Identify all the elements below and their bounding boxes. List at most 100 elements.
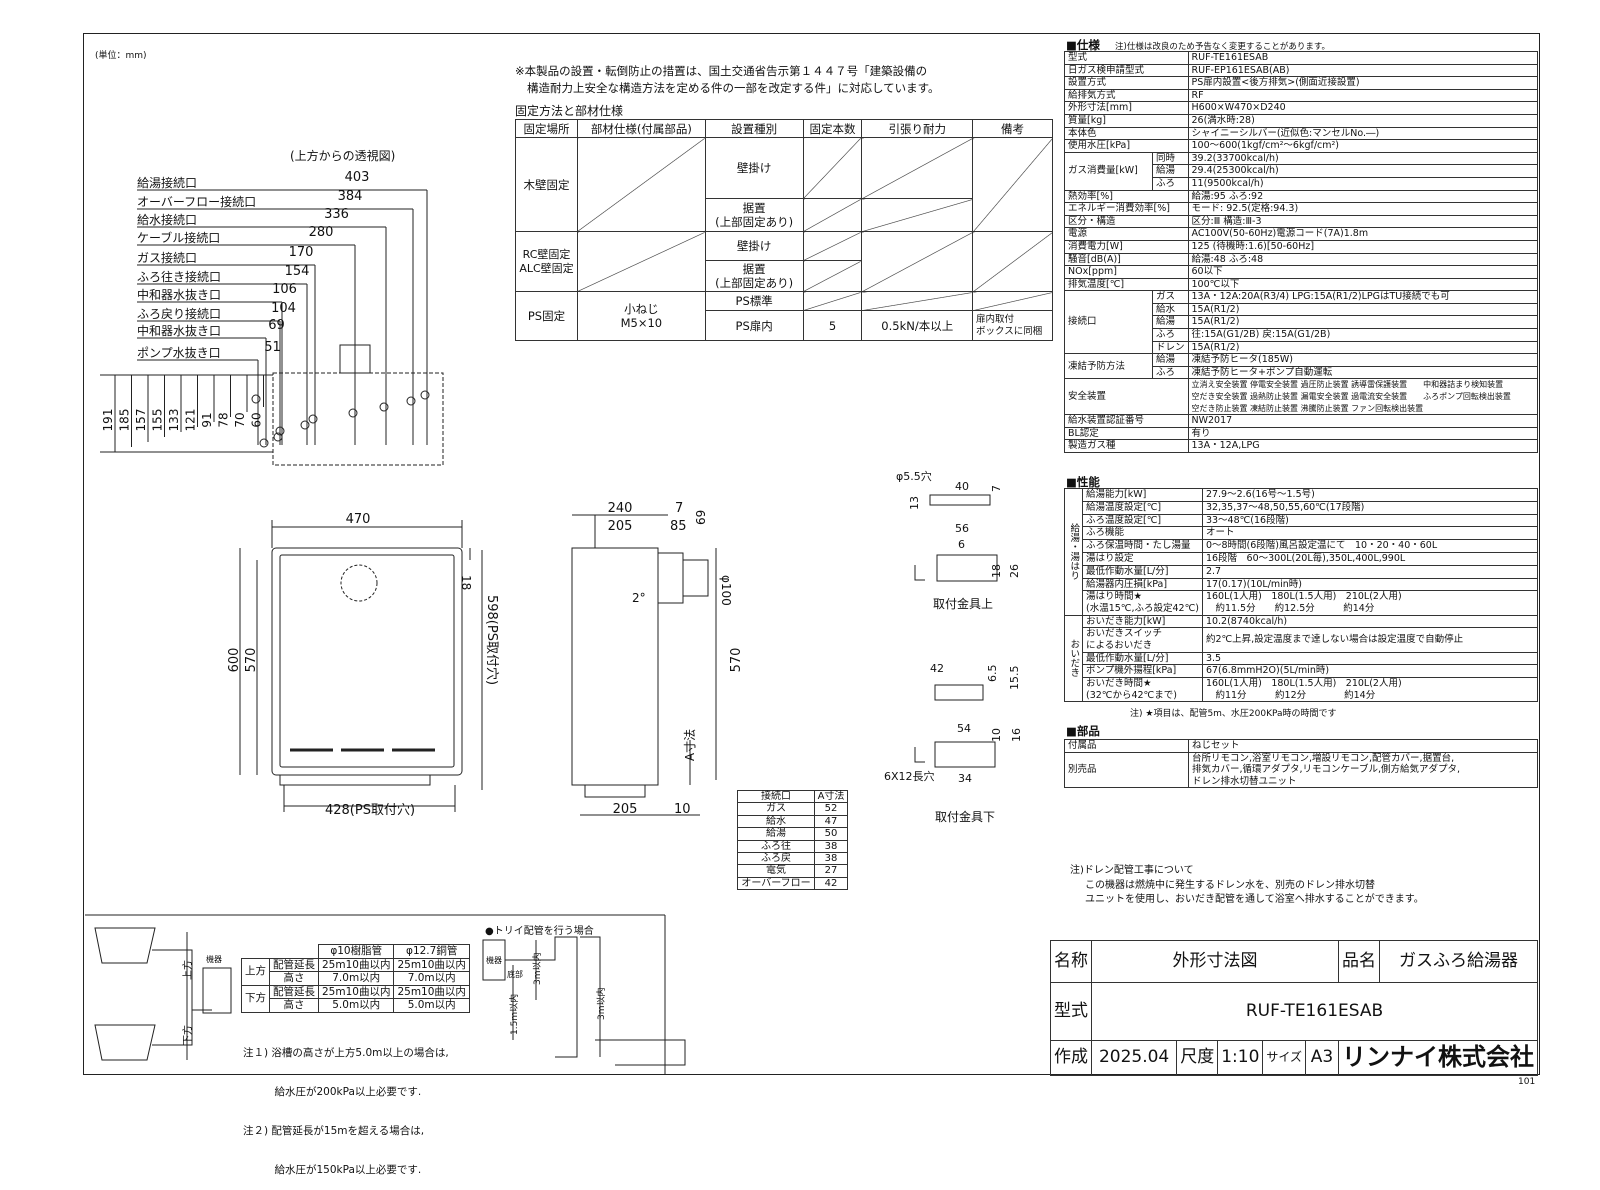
fixing-method-table: 固定場所部材仕様(付属部品)設置種別固定本数引張り耐力備考 木壁固定壁掛け 据置… xyxy=(515,119,1053,341)
made-label: 作成 xyxy=(1050,1040,1092,1076)
spec-value: 39.2(33700kcal/h) xyxy=(1187,151,1539,166)
bracket-upper-front xyxy=(936,554,998,582)
na-cell xyxy=(802,137,863,199)
drain-note-line: ユニットを使用し、おいだき配管を通して浴室へ排水することができます。 xyxy=(1085,894,1424,905)
spec-label: 熱効率[%] xyxy=(1064,189,1189,204)
bracket-lower-dim: 6.5 xyxy=(986,665,999,683)
spec-value: 給湯:95 ふろ:92 xyxy=(1187,189,1539,204)
pipe-note: 給水圧が150kPa以上必要です. xyxy=(243,1164,422,1176)
bracket-lower-dim: 6X12長穴 xyxy=(884,769,935,783)
depth-dim: 185 xyxy=(118,409,132,432)
bracket-lower-top xyxy=(934,684,984,701)
pipe-value: 7.0m以内 xyxy=(393,971,470,986)
side-depth2: 205 xyxy=(608,519,633,534)
performance-row: 最低作動水量[L/分]3.5 xyxy=(1065,651,1539,666)
spec-note: 注)仕様は改良のため予告なく変更することがあります。 xyxy=(1115,42,1330,52)
spec-value: 11(9500kcal/h) xyxy=(1187,176,1539,191)
parts-table: 付属品ねじセット別売品台所リモコン,浴室リモコン,増設リモコン,配管カバー,据置… xyxy=(1064,739,1538,789)
depth-dim: 60 xyxy=(250,412,264,427)
spec-value: 13A・12A,LPG xyxy=(1187,439,1539,453)
spec-sublabel: ふろ xyxy=(1152,328,1189,342)
performance-value: 10.2(8740kcal/h) xyxy=(1201,614,1539,629)
spec-row: 外形寸法[mm]H600×W470×D240 xyxy=(1064,101,1539,115)
spec-sublabel: 同時 xyxy=(1152,151,1189,166)
performance-value: 16段階 60～300L(20L毎),350L,400L,990L xyxy=(1201,551,1539,566)
pipe-item: 配管延長 xyxy=(269,957,319,972)
performance-value: オート xyxy=(1201,526,1539,541)
spec-value: シャイニーシルバー(近似色:マンセルNo.―) xyxy=(1187,126,1539,141)
date: 2025.04 xyxy=(1090,1040,1178,1076)
bracket-lower-dim: 15.5 xyxy=(1008,666,1021,691)
spec-row: 消費電力[W]125 (待機時:1.6)[50-60Hz] xyxy=(1064,239,1539,254)
performance-row: 給湯器内圧損[kPa]17(0.17)(10L/min時) xyxy=(1065,577,1539,592)
connection-label: 中和器水抜き口 xyxy=(137,287,221,302)
parts-value: 台所リモコン,浴室リモコン,増設リモコン,配管カバー,据置台, 排気カバー,循環… xyxy=(1188,751,1538,789)
spec-row: エネルギー消費効率[%]モード: 92.5(定格:94.3) xyxy=(1064,202,1539,216)
a-value: 52 xyxy=(814,802,848,816)
drain-note-line: この機器は燃焼中に発生するドレン水を、別売のドレン排水切替 xyxy=(1085,879,1375,891)
scale: 1:10 xyxy=(1217,1040,1264,1076)
connection-label: ケーブル接続口 xyxy=(137,230,220,245)
front-width: 470 xyxy=(346,512,371,527)
a-value: 38 xyxy=(814,839,848,854)
scale-label: 尺度 xyxy=(1176,1040,1219,1076)
depth-dim: 191 xyxy=(101,409,115,432)
th: A寸法 xyxy=(814,789,848,804)
performance-value: 160L(1人用) 180L(1.5人用) 210L(2人用) 約11.5分 約… xyxy=(1201,590,1539,616)
name-label: 名称 xyxy=(1050,940,1092,983)
trap-d3: 3m以内 xyxy=(595,988,607,1021)
th: φ12.7銅管 xyxy=(393,944,470,959)
model-number: RUF-TE161ESAB xyxy=(1091,982,1538,1041)
spec-sublabel: 給水 xyxy=(1152,302,1189,317)
bracket-upper-dim: 6 xyxy=(958,538,965,551)
top-note-line1: ※本製品の設置・転倒防止の措置は、国土交通省告示第１４４７号「建築設備の xyxy=(515,64,928,78)
connection-label: 給湯接続口 xyxy=(137,175,197,190)
na-cell xyxy=(861,137,974,199)
spec-row: 使用水圧[kPa]100～600(1kgf/cm²～6kgf/cm²) xyxy=(1064,139,1539,153)
connection-name: ふろ往 xyxy=(737,839,815,854)
spec-row: 本体色シャイニーシルバー(近似色:マンセルNo.―) xyxy=(1064,126,1539,141)
spec-row: 質量[kg]26(満水時:28) xyxy=(1064,113,1539,128)
spec-row: 安全装置立消え安全装置 停電安全装置 過圧防止装置 誘導雷保護装置 中和器詰まり… xyxy=(1064,378,1539,416)
bracket-lower-dim: 16 xyxy=(1010,728,1023,742)
performance-label: ふろ温度設定[℃] xyxy=(1082,513,1203,528)
bracket-lower-dim: 42 xyxy=(930,662,944,675)
depth-dim: 70 xyxy=(233,412,247,427)
spec-sublabel: ふろ xyxy=(1152,365,1189,380)
ps-height: 598(PS取付穴) xyxy=(484,595,499,685)
pipe-unit: 機器 xyxy=(206,954,222,964)
performance-group: 給湯・湯はり xyxy=(1064,488,1083,616)
bracket-upper-top xyxy=(929,494,991,506)
top-view-title: (上方からの透視図) xyxy=(290,148,395,163)
ps-note: 扉内取付 ボックスに同梱 xyxy=(972,310,1053,341)
type: PS扉内 xyxy=(704,310,804,341)
spec-label: 給排気方式 xyxy=(1064,88,1189,103)
performance-row: おいだき時間★ (32℃から42℃まで)160L(1人用) 180L(1.5人用… xyxy=(1065,677,1539,703)
connection-name: ふろ戻 xyxy=(737,852,815,866)
spec-sublabel: 給湯 xyxy=(1152,315,1189,330)
performance-label: おいだきスイッチ によるおいだき xyxy=(1082,627,1203,653)
performance-label: 湯はり設定 xyxy=(1082,551,1203,566)
spec-label: 型式 xyxy=(1064,51,1189,65)
connection-dim: 69 xyxy=(268,318,285,333)
spec-sublabel: ドレン xyxy=(1152,340,1189,355)
company-name: リンナイ株式会社 xyxy=(1337,1040,1539,1076)
trap-title: ●トリイ配管を行う場合 xyxy=(485,924,594,937)
performance-row: おいだきおいだき能力[kW]10.2(8740kcal/h) xyxy=(1064,614,1539,703)
na-cell xyxy=(972,231,1053,292)
page-number: 101 xyxy=(1518,1077,1536,1087)
spec-label: 区分・構造 xyxy=(1064,214,1189,229)
na-cell xyxy=(972,137,1053,232)
performance-row: 最低作動水量[L/分]2.7 xyxy=(1065,564,1539,579)
spec-row: NOx[ppm]60以下 xyxy=(1064,265,1539,279)
